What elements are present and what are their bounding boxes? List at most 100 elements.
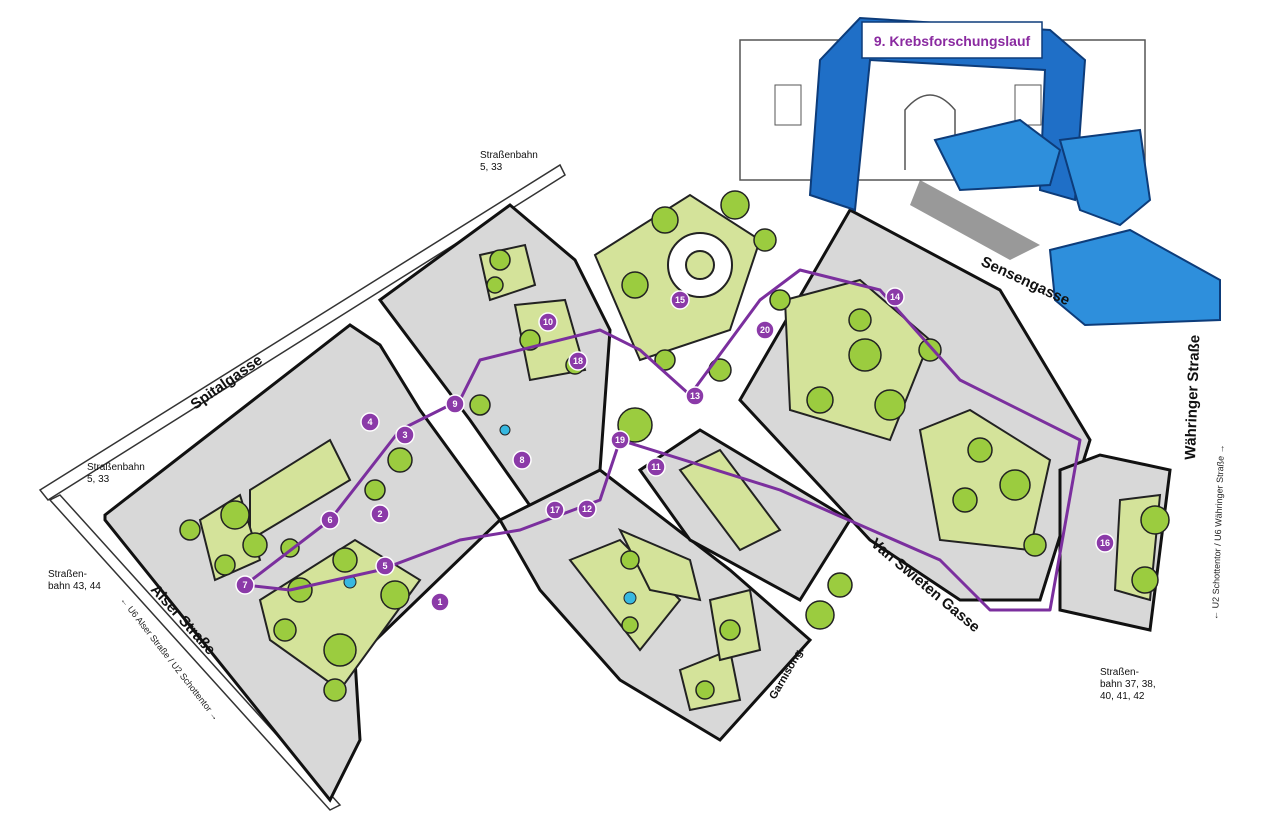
tree [621,271,649,299]
tree [827,572,853,598]
tree [1140,505,1170,535]
route-marker: 11 [646,457,666,477]
route-marker-dot [610,430,630,450]
running-shoe-icon [1048,228,1221,327]
route-marker-dot [360,412,380,432]
street-label-waehringer-strasse: Währinger Straße [1182,335,1203,461]
route-marker: 12 [577,499,597,519]
route-marker: 17 [545,500,565,520]
route-marker-label: 18 [573,356,583,366]
streets [38,163,566,811]
route-marker-dot [512,450,532,470]
route-marker-label: 8 [519,455,524,465]
tree [952,487,978,513]
tree [918,338,942,362]
tree [753,228,777,252]
route-marker: 2 [370,504,390,524]
route-marker-dot [375,556,395,576]
route-marker: 10 [538,312,558,332]
run-route [243,268,1082,612]
tree [695,680,715,700]
running-shoe-icon [1058,128,1152,227]
tree [214,554,236,576]
tram-label-bottom-left: Straßen-bahn 43, 44 [48,569,101,592]
tree [719,619,741,641]
route-marker-dot [646,457,666,477]
route-marker: 9 [445,394,465,414]
alser-road [48,494,342,811]
tree [380,580,410,610]
route-marker-dot [545,500,565,520]
route-marker-dot [685,386,705,406]
building-block-west [103,323,502,803]
route-marker-label: 4 [367,417,372,427]
route-marker: 15 [670,290,690,310]
building-block-mid [377,203,612,523]
banner-title: 9. Krebsforschungslauf [874,33,1031,49]
lawn-9 [678,448,782,552]
route-marker: 18 [568,351,588,371]
lawn-1 [249,438,352,542]
plaza-inner [685,250,715,280]
route-marker-dot [1095,533,1115,553]
tree [848,308,872,332]
route-marker-label: 3 [402,430,407,440]
route-marker-dot [320,510,340,530]
route-marker: 14 [885,287,905,307]
route-marker-dot [755,320,775,340]
finish-illustration: 9. Krebsforschungslauf [739,16,1221,327]
tree [220,500,250,530]
plaza-circle [667,232,733,298]
route-marker-dot [445,394,465,414]
route-marker-dot [395,425,415,445]
tree [242,532,268,558]
tree [720,190,750,220]
tree [651,206,679,234]
tree [179,519,201,541]
tree [1023,533,1047,557]
route-marker-label: 17 [550,505,560,515]
route-marker-dot [577,499,597,519]
tree [332,547,358,573]
route-marker-label: 9 [452,399,457,409]
route-marker-label: 13 [690,391,700,401]
route-marker-label: 2 [377,509,382,519]
shoe-shadow [910,180,1040,260]
tree [999,469,1031,501]
tree [769,289,791,311]
running-shoe-icon [933,118,1062,192]
route-marker: 16 [1095,533,1115,553]
tree [486,276,504,294]
route-marker: 8 [512,450,532,470]
route-marker: 7 [235,575,255,595]
arch-banner [861,21,1043,59]
route-marker: 20 [755,320,775,340]
route-marker-dot [568,351,588,371]
route-marker: 6 [320,510,340,530]
route-marker-dot [235,575,255,595]
tree [469,394,491,416]
route-marker-dot [885,287,905,307]
tree [1131,566,1159,594]
tree [654,349,676,371]
tree [273,618,297,642]
tree [874,389,906,421]
water-point [499,424,511,436]
facade-doorway [904,94,956,170]
lawn-8 [918,408,1052,552]
tree [364,479,386,501]
tree [489,249,511,271]
route-marker: 13 [685,386,705,406]
tree [848,338,882,372]
route-marker-dot [430,592,450,612]
route-marker-label: 7 [242,580,247,590]
facade-window [774,84,802,126]
route-marker-dot [538,312,558,332]
lawn-11 [617,528,702,602]
route-marker-label: 5 [382,561,387,571]
tree [967,437,993,463]
route-marker-label: 6 [327,515,332,525]
